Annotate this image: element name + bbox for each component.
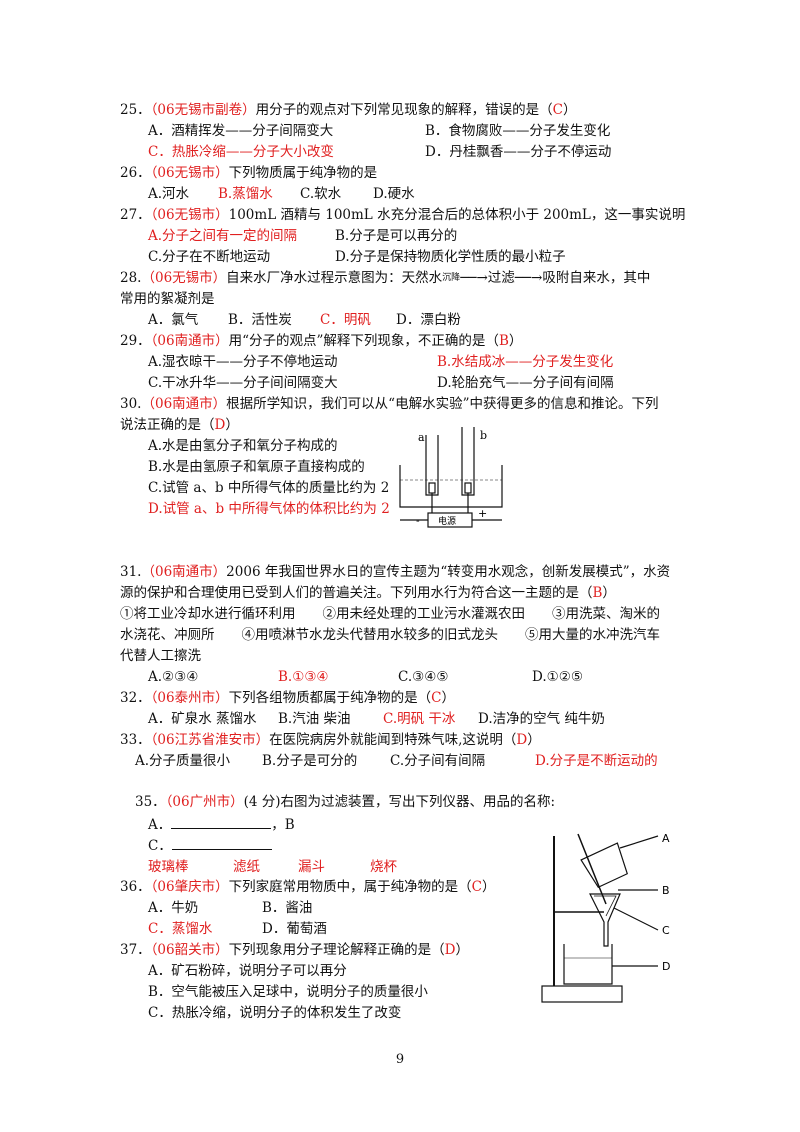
q29-option-c: C.干冰升华——分子间间隔变大 (148, 375, 338, 391)
q37-option-b: B．空气能被压入足球中，说明分子的质量很小 (148, 984, 428, 1000)
q32-answer: C (431, 690, 442, 706)
q29-option-d: D.轮胎充气——分子间有间隔 (437, 375, 614, 391)
q27-option-c: C.分子在不断地运动 (148, 249, 271, 265)
q29-answer: B (498, 333, 509, 349)
q30-option-a: A.水是由氢分子和氧分子构成的 (148, 438, 338, 454)
q33-option-b: B.分子是可分的 (262, 753, 358, 769)
power-supply (427, 512, 473, 528)
q26-option-a: A.河水 (148, 186, 190, 202)
q31-stem: 31.（06南通市）2006 年我国世界水日的宣传主题为“转变用水观念，创新发展… (120, 564, 671, 580)
q36-stem: 36．（06肇庆市）下列家庭常用物质中，属于纯净物的是（C） (120, 879, 496, 895)
q33-answer: D (516, 732, 528, 748)
receiving-beaker (563, 944, 613, 985)
funnel (589, 893, 621, 947)
q33-option-d: D.分子是不断运动的 (535, 753, 658, 769)
q28-stem: 28.（06无锡市）自来水厂净水过程示意图为：天然水沉降──→过滤──→吸附自来… (120, 270, 651, 286)
q26-option-b: B.蒸馏水 (218, 186, 273, 202)
q35-answer-2: 滤纸 (233, 859, 260, 875)
page-number: 9 (395, 1052, 405, 1067)
power-label: 电源 (438, 515, 456, 527)
q30-option-d: D.试管 a、b 中所得气体的体积比约为 2 (148, 501, 390, 517)
q33-option-a: A.分子质量很小 (135, 753, 231, 769)
q28-option-c: C．明矾 (320, 312, 371, 328)
q27-option-a: A.分子之间有一定的间隔 (148, 228, 298, 244)
q30-answer: D (214, 417, 226, 433)
q25-answer: C (552, 102, 563, 118)
q35-blank-c: C． (148, 836, 272, 855)
answer-blank-a[interactable] (171, 815, 272, 829)
answer-blank-c[interactable] (171, 836, 272, 850)
plus-label: + (478, 507, 487, 520)
q26-option-d: D.硬水 (373, 186, 415, 202)
q32-option-d: D.洁净的空气 纯牛奶 (478, 711, 605, 727)
q31-option-c: C.③④⑤ (398, 669, 449, 685)
q28-option-d: D．漂白粉 (396, 312, 461, 328)
q30-option-b: B.水是由氢原子和氧原子直接构成的 (148, 459, 365, 475)
q31-line5: 代替人工擦洗 (120, 648, 201, 664)
q35-stem: 35．（06广州市）(4 分)右图为过滤装置，写出下列仪器、用品的名称: (135, 794, 556, 810)
q36-answer: C (471, 879, 482, 895)
water-trough (399, 465, 503, 508)
q27-option-b: B.分子是可以再分的 (335, 228, 458, 244)
q32-option-b: B.汽油 柴油 (278, 711, 351, 727)
q26-option-c: C.软水 (300, 186, 342, 202)
label-A: A (662, 832, 670, 845)
q30-stem: 30.（06南通市）根据所学知识，我们可以从“电解水实验”中获得更多的信息和推论… (120, 396, 659, 412)
q37-option-c: C．热胀冷缩，说明分子的体积发生了改变 (148, 1005, 402, 1021)
q31-line3: ①将工业冷却水进行循环利用 ②用未经处理的工业污水灌溉农田 ③用洗菜、淘米的 (120, 606, 660, 622)
q32-option-a: A．矿泉水 蒸馏水 (148, 711, 257, 727)
q31-stem-line2: 源的保护和合理使用已受到人们的普遍关注。下列用水行为符合这一主题的是（B） (120, 585, 616, 601)
q25-option-d: D．丹桂飘香——分子不停运动 (425, 144, 612, 160)
q37-stem: 37．（06韶关市）下列现象用分子理论解释正确的是（D） (120, 942, 469, 958)
q31-option-b: B.①③④ (278, 669, 329, 685)
q35-answer-1: 玻璃棒 (148, 859, 189, 875)
q35-answer-3: 漏斗 (298, 859, 325, 875)
stand-base (541, 985, 623, 1003)
q25-option-b: B．食物腐败——分子发生变化 (425, 123, 611, 139)
q25-option-a: A．酒精挥发——分子间隔变大 (148, 123, 334, 139)
q36-option-c: C．蒸馏水 (148, 921, 213, 937)
q26-stem: 26．（06无锡市）下列物质属于纯净物的是 (120, 165, 378, 181)
q37-answer: D (444, 942, 456, 958)
q28-option-a: A．氯气 (148, 312, 199, 328)
q31-option-a: A.②③④ (148, 669, 199, 685)
q27-option-d: D.分子是保持物质化学性质的最小粒子 (335, 249, 566, 265)
q25-option-c: C．热胀冷缩——分子大小改变 (148, 144, 334, 160)
q31-option-d: D.①②⑤ (532, 669, 583, 685)
label-B: B (662, 884, 670, 897)
q31-line4: 水浇花、冲厕所 ④用喷淋节水龙头代替用水较多的旧式龙头 ⑤用大量的水冲洗汽车 (120, 627, 660, 643)
q29-stem: 29．（06南通市）用“分子的观点”解释下列现象，不正确的是（B） (120, 333, 523, 349)
q36-option-d: D．葡萄酒 (262, 921, 327, 937)
electrolysis-apparatus-figure: a b 电源 - + (399, 427, 503, 528)
q29-option-b: B.水结成冰——分子发生变化 (437, 354, 614, 370)
label-a: a (418, 431, 425, 444)
label-C: C (662, 924, 670, 937)
q32-stem: 32．（06泰州市）下列各组物质都属于纯净物的是（C） (120, 690, 455, 706)
q30-option-c: C.试管 a、b 中所得气体的质量比约为 2 (148, 480, 390, 496)
q30-stem-line2: 说法正确的是（D） (120, 417, 239, 433)
label-b: b (480, 429, 487, 442)
minus-label: - (416, 516, 420, 527)
test-tube-b (461, 427, 475, 496)
test-tube-a (425, 435, 439, 496)
q31-answer: B (592, 585, 603, 601)
pouring-beaker (580, 842, 628, 889)
q35-answer-4: 烧杯 (370, 859, 397, 875)
q37-option-a: A．矿石粉碎，说明分子可以再分 (148, 963, 347, 979)
glass-rod (577, 833, 607, 905)
q36-option-b: B．酱油 (262, 900, 313, 916)
q28-option-b: B．活性炭 (228, 312, 292, 328)
q27-stem: 27．（06无锡市）100mL 酒精与 100mL 水充分混合后的总体积小于 2… (120, 207, 686, 223)
q25-stem: 25．（06无锡市副卷）用分子的观点对下列常见现象的解释，错误的是（C） (120, 102, 577, 118)
q32-option-c: C.明矾 干冰 (383, 711, 456, 727)
q33-option-c: C.分子间有间隔 (390, 753, 486, 769)
q28-stem-line2: 常用的絮凝剂是 (120, 291, 215, 307)
q36-option-a: A．牛奶 (148, 900, 199, 916)
label-D: D (662, 960, 670, 973)
q33-stem: 33．（06江苏省淮安市）在医院病房外就能闻到特殊气味,这说明（D） (120, 732, 541, 748)
q35-blank-a: A．，B (148, 815, 295, 833)
q29-option-a: A.湿衣晾干——分子不停地运动 (148, 354, 338, 370)
filtration-apparatus-figure: A B C D (541, 832, 670, 1003)
